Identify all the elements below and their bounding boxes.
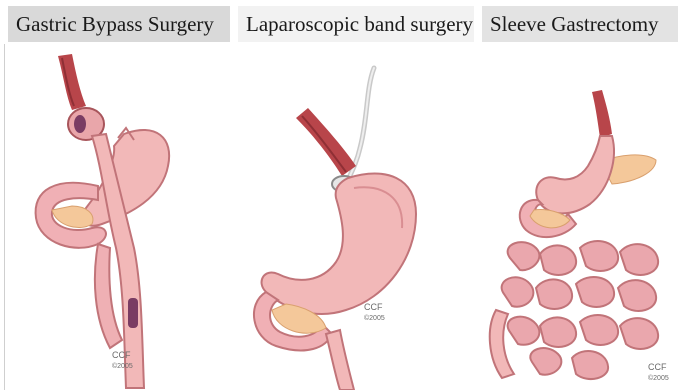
esophagus [592,90,612,138]
copyright-label: ©2005 [112,362,133,370]
ccf-label: CCF [364,302,383,312]
sleeve-stomach [536,136,614,213]
stomach [262,174,416,314]
copyright-label: ©2005 [648,374,669,382]
illustration-sleeve: CCF ©2005 [480,48,683,390]
illustration-gastric-bypass: CCF ©2005 [6,48,232,390]
illustration-lap-band: CCF ©2005 [236,48,474,390]
header-sleeve-gastrectomy: Sleeve Gastrectomy [482,6,678,42]
header-laparoscopic-band: Laparoscopic band surgery [238,6,474,42]
ccf-label: CCF [112,350,131,360]
copyright-label: ©2005 [364,314,385,322]
header-gastric-bypass: Gastric Bypass Surgery [8,6,230,42]
small-intestine [502,241,659,379]
lap-band-svg: CCF ©2005 [236,48,474,390]
sleeve-svg: CCF ©2005 [480,48,683,390]
gastric-bypass-svg: CCF ©2005 [6,48,232,390]
ccf-label: CCF [648,362,667,372]
left-border [4,44,5,390]
